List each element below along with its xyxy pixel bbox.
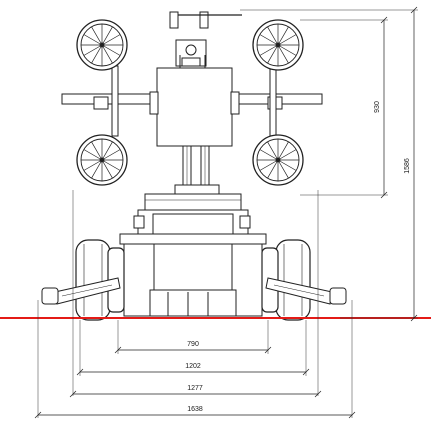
dim-label-1202: 1202 [185, 363, 201, 370]
lifting-head [61, 11, 323, 147]
tyre-right [261, 239, 311, 321]
dim-line-930 [380, 16, 388, 199]
dim-label-790: 790 [187, 341, 199, 348]
wheel-bottom-right [252, 134, 304, 186]
dim-line-790 [114, 346, 272, 354]
chassis [119, 209, 267, 317]
extension-lines [37, 9, 418, 418]
dim-label-1277: 1277 [187, 385, 203, 392]
wheel-top-left [76, 19, 128, 71]
dim-label-1586: 1586 [404, 158, 411, 174]
dim-line-1586 [410, 6, 418, 322]
dim-line-1638 [34, 411, 356, 419]
dim-line-1277 [69, 390, 322, 398]
wheel-bottom-left [76, 134, 128, 186]
dim-line-1202 [76, 368, 310, 376]
dim-label-1638: 1638 [187, 406, 203, 413]
outrigger-right [265, 277, 347, 305]
outrigger-left [41, 277, 121, 305]
dim-label-930: 930 [374, 101, 381, 113]
mast [144, 145, 242, 213]
wheel-top-right [252, 19, 304, 71]
